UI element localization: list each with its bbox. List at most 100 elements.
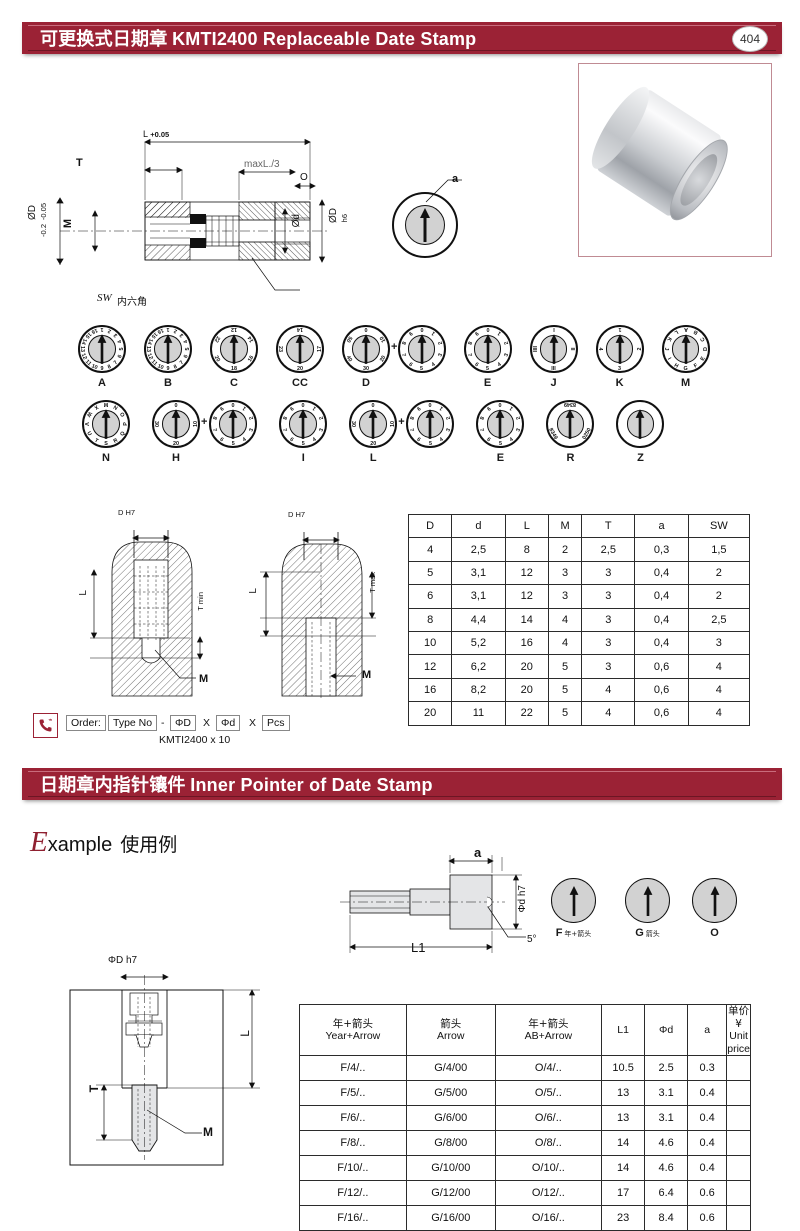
table-cell: 12 bbox=[504, 560, 549, 586]
dial-arrow-icon bbox=[417, 334, 426, 364]
dial-tick-label: 0 bbox=[174, 401, 178, 408]
dial-tick-label: Q bbox=[119, 430, 127, 438]
dial-tick-label: 7 bbox=[112, 359, 120, 367]
table-cell: 5 bbox=[547, 701, 583, 726]
table-cell: 8 bbox=[504, 537, 549, 562]
dial-tick-label: 20 bbox=[297, 365, 303, 372]
table-cell: 13 bbox=[600, 1080, 646, 1106]
dial-label-m: M bbox=[680, 377, 691, 389]
dial-tick-label: N bbox=[112, 403, 120, 411]
table-cell: 4 bbox=[547, 607, 583, 632]
col-header-en: Arrow bbox=[437, 1030, 465, 1042]
dial-tick-label: 4 bbox=[596, 347, 603, 351]
table-cell: 4.6 bbox=[644, 1155, 689, 1181]
table-cell: 3 bbox=[581, 630, 636, 656]
dial-tick-label: 8 bbox=[281, 415, 288, 421]
dial-label-z: Z bbox=[637, 452, 644, 464]
dial-tick-label: 20 bbox=[370, 440, 377, 447]
dial-tick-label: 23 bbox=[277, 346, 284, 352]
dial-tick-label: 0 bbox=[428, 401, 432, 408]
dim-D-tol-lower: -0.2 bbox=[39, 224, 48, 237]
dial-tick-label: 0 bbox=[486, 326, 490, 333]
dial-tick-label: 8 bbox=[408, 415, 415, 421]
dial-tick-label: 1 bbox=[439, 404, 446, 412]
table-cell: F/8/.. bbox=[299, 1130, 407, 1156]
col-header-en: Unit price bbox=[727, 1030, 750, 1055]
dial-arrow-icon bbox=[483, 334, 492, 364]
dial-tick-label: W bbox=[85, 410, 93, 418]
table-cell: F/6/.. bbox=[299, 1105, 407, 1131]
date-stamp-3d-illustration bbox=[582, 79, 745, 233]
order-times-1: X bbox=[203, 717, 211, 729]
dial-tick-label: M bbox=[103, 401, 109, 408]
dial-tick-label: I bbox=[665, 356, 672, 362]
dial-tick-label: X bbox=[93, 403, 100, 411]
header-bar-inner-border-2 bbox=[28, 771, 776, 797]
dial-tick-label: 8 bbox=[173, 363, 179, 371]
dial-tick-label: 14 bbox=[297, 326, 303, 333]
dial-arrow-icon bbox=[566, 409, 575, 439]
dial-tick-label: 20 bbox=[173, 440, 179, 447]
dial-tick-label: 4 bbox=[311, 436, 318, 444]
dial-tick-label: V bbox=[83, 422, 90, 426]
dial-label-r: R bbox=[566, 452, 575, 464]
table-cell: 3.1 bbox=[644, 1080, 689, 1106]
dial-plus-connector: + bbox=[201, 416, 208, 428]
assembly-section-svg bbox=[56, 138, 330, 291]
dial-tick-label: C bbox=[699, 335, 707, 343]
dial-tick-label: 0 bbox=[301, 401, 305, 408]
dial-arrow-icon bbox=[636, 409, 645, 439]
pointer-type-cn: 箭头 bbox=[645, 930, 660, 938]
spec-col-SW: SW bbox=[687, 513, 751, 539]
dim-L-left: L bbox=[78, 590, 89, 596]
table-cell bbox=[726, 1105, 751, 1131]
dial-tick-label: 1 bbox=[509, 404, 516, 412]
table-cell: 0,3 bbox=[634, 537, 689, 562]
dial-tick-label: 30 bbox=[363, 365, 369, 372]
dial-tick-label: S bbox=[104, 440, 108, 447]
dial-arrow-icon bbox=[549, 334, 558, 364]
dim-L-right: L bbox=[248, 588, 259, 594]
table-cell: O/4/.. bbox=[494, 1055, 602, 1081]
dial-tick-label: 5 bbox=[498, 440, 502, 447]
spec-col-d: d bbox=[451, 513, 506, 539]
dial-tick-label: J bbox=[662, 347, 669, 351]
dial-label-cc: CC bbox=[292, 377, 308, 389]
table-cell: 20 bbox=[407, 701, 453, 726]
dial-tick-label: 1 bbox=[166, 326, 170, 333]
dim-D-h6-label: ØD bbox=[328, 208, 339, 223]
table-cell bbox=[726, 1155, 751, 1181]
table-cell: 3 bbox=[547, 560, 583, 586]
table-cell: 0.6 bbox=[687, 1180, 728, 1206]
section2-title-cn: 日期章内指针镶件 bbox=[40, 775, 186, 796]
table-cell bbox=[726, 1205, 751, 1231]
table-cell: 2,5 bbox=[581, 537, 636, 562]
dial-tick-label: 14 bbox=[247, 335, 256, 344]
pointer-col-a: a bbox=[687, 1004, 728, 1056]
table-cell: 3 bbox=[687, 630, 751, 656]
dial-tick-label: 6 bbox=[472, 361, 479, 369]
dial-tick-label: 0 bbox=[364, 326, 368, 333]
dial-tick-label: 6 bbox=[485, 436, 492, 444]
dial-tick-label: 10 bbox=[379, 335, 388, 344]
dial-tick-label: 9 bbox=[166, 365, 170, 372]
dial-tick-label: 3 bbox=[437, 352, 444, 358]
table-cell: 17 bbox=[600, 1180, 646, 1206]
dial-tick-label: I bbox=[552, 326, 555, 333]
dial-tick-label: 7 bbox=[281, 427, 288, 433]
dial-tick-label: 30 bbox=[153, 421, 160, 427]
dial-tick-label: 3 bbox=[445, 427, 453, 433]
dim-phi-d-h7: Φd h7 bbox=[517, 885, 528, 913]
table-cell: 6.4 bbox=[644, 1180, 689, 1206]
dial-tick-label: 1 bbox=[241, 404, 248, 412]
order-dash: - bbox=[161, 717, 165, 729]
